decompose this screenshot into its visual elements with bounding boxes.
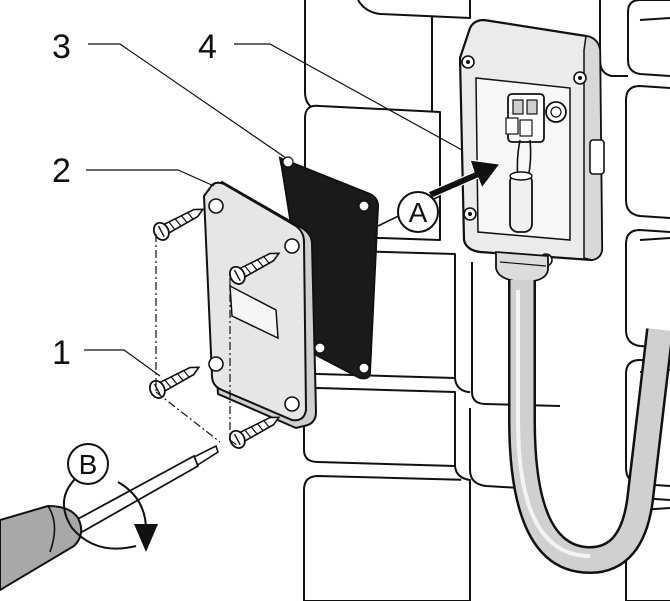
wall-brick-edge: [639, 17, 670, 511]
gasket-hole: [358, 362, 370, 374]
wall-brick: [454, 254, 470, 393]
cable-gland: [495, 251, 549, 283]
leader-line-4: [234, 43, 463, 151]
screws: [148, 208, 281, 449]
wall-brick: [357, 0, 471, 19]
leader-line-2: [86, 169, 215, 187]
screwdriver-handle: [0, 504, 83, 592]
screw: [228, 252, 281, 285]
terminal-screw: [519, 119, 533, 137]
plate-hole: [208, 198, 224, 214]
cable-gland-ring: [499, 261, 547, 267]
badge-b-label: B: [79, 449, 98, 480]
plate-label-panel: [229, 284, 279, 340]
screw: [228, 416, 281, 449]
terminal-knob: [550, 106, 562, 118]
wall-brick: [625, 85, 670, 219]
gasket-hole: [358, 200, 370, 212]
terminal-knob: [545, 101, 567, 123]
wall-brick: [303, 387, 456, 467]
callout-leaders: [84, 43, 463, 377]
box-hinge: [589, 139, 605, 175]
leader-line-1: [84, 349, 161, 377]
badge-a: A: [397, 191, 439, 233]
badge-b-circle: [67, 443, 109, 485]
terminal-screw: [526, 99, 538, 115]
cable-fill: [510, 280, 670, 572]
callout-label-1: 1: [52, 334, 71, 372]
gasket-hole: [314, 342, 326, 354]
plate-hole: [208, 356, 224, 372]
leader-line-3: [88, 43, 287, 159]
rotation-arrowhead: [134, 524, 158, 552]
badge-b: B: [67, 443, 109, 485]
badge-a-circle: [397, 191, 439, 233]
junction-box-opening: [475, 77, 571, 241]
cable-highlight: [516, 290, 591, 558]
cable-sleeve-top: [509, 171, 533, 181]
junction-box-screw: [468, 212, 472, 216]
wall-brick: [454, 392, 471, 601]
direction-arrow-body: [427, 159, 502, 199]
gasket-hole: [282, 156, 294, 168]
cover-plate: [202, 180, 318, 430]
rotation-arrow: [63, 477, 137, 550]
junction-box: [458, 18, 605, 283]
screwdriver-handle-ring: [47, 505, 56, 553]
terminal-screw: [505, 117, 519, 135]
badge-a-label: A: [409, 197, 428, 228]
screwdriver: [0, 444, 219, 592]
cable-sleeve: [509, 173, 533, 233]
wall-brick: [627, 0, 670, 77]
callout-label-2: 2: [52, 152, 71, 190]
wall-brick: [625, 229, 670, 349]
wall-brick: [469, 408, 521, 489]
callout-label-4: 4: [198, 28, 217, 66]
junction-box-screw: [578, 76, 582, 80]
screw: [152, 208, 205, 241]
wall-brick: [304, 0, 433, 119]
terminal-screw: [512, 99, 524, 115]
junction-box-screw: [466, 60, 470, 64]
wall-brick: [599, 0, 628, 77]
flexible-cable: [508, 280, 670, 575]
plate-hole: [284, 238, 300, 254]
plate-hole: [284, 396, 300, 412]
callout-label-3: 3: [52, 28, 71, 66]
screw: [148, 366, 201, 399]
wall-brick: [303, 475, 471, 601]
